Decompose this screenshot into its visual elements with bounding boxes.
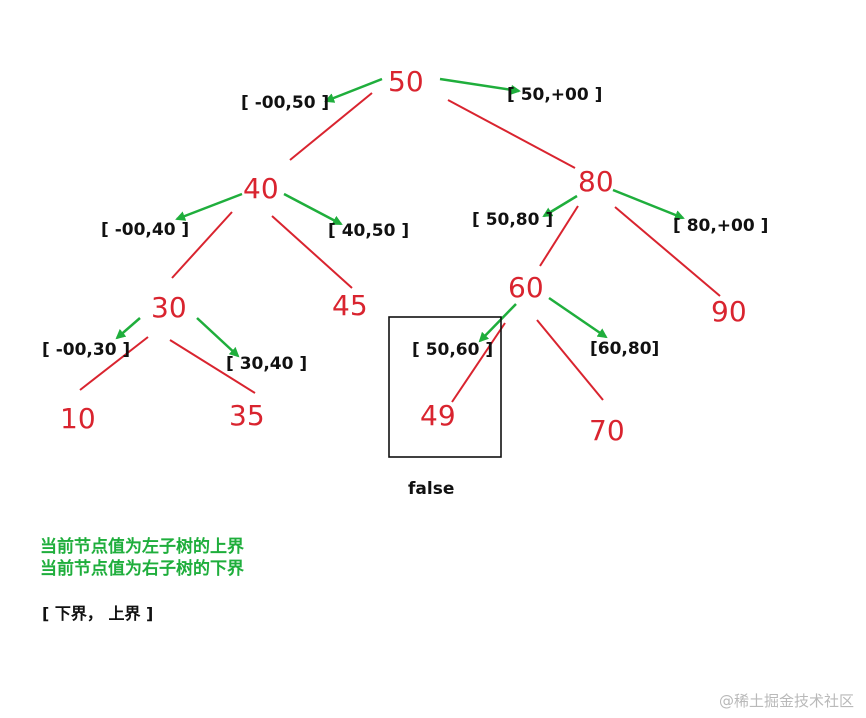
node-90: 90 xyxy=(711,295,747,328)
edge-30-35 xyxy=(169,339,256,394)
edge-30-10 xyxy=(79,336,149,391)
arrow-80-right xyxy=(612,188,685,220)
edge-40-45 xyxy=(271,215,353,289)
node-50: 50 xyxy=(388,65,424,98)
node-40: 40 xyxy=(243,172,279,205)
node-35: 35 xyxy=(229,399,265,432)
node-45: 45 xyxy=(332,289,368,322)
range-arrows xyxy=(115,77,685,358)
range-label-60-left: [ 50,60 ] xyxy=(412,340,493,360)
edge-80-90 xyxy=(614,206,721,297)
node-10: 10 xyxy=(60,402,96,435)
arrow-40-right xyxy=(283,192,343,226)
arrow-30-left xyxy=(115,317,141,340)
edge-50-80 xyxy=(447,99,576,169)
node-30: 30 xyxy=(151,291,187,324)
node-60: 60 xyxy=(508,271,544,304)
range-legend: [ 下界， 上界 ] xyxy=(42,604,154,623)
node-70: 70 xyxy=(589,414,625,447)
highlight-box xyxy=(388,316,502,458)
range-label-50-left: [ -00,50 ] xyxy=(241,93,329,113)
range-label-50-right: [ 50,+00 ] xyxy=(507,85,602,105)
note-line-2: 当前节点值为右子树的下界 xyxy=(40,559,244,579)
range-label-60-right: [60,80] xyxy=(590,339,659,359)
arrow-50-right xyxy=(439,77,521,95)
arrow-40-left xyxy=(175,192,243,221)
arrow-80-left xyxy=(542,194,578,218)
highlight-caption: false xyxy=(408,479,454,499)
arrow-60-right xyxy=(548,296,608,339)
note-line-1: 当前节点值为左子树的上界 xyxy=(40,537,244,557)
arrow-60-left xyxy=(478,303,517,343)
tree-edges xyxy=(79,92,721,403)
edge-60-49 xyxy=(451,322,506,403)
watermark: @稀土掘金技术社区 xyxy=(718,692,854,710)
node-49: 49 xyxy=(420,399,456,432)
range-label-80-right: [ 80,+00 ] xyxy=(673,216,768,236)
range-label-40-left: [ -00,40 ] xyxy=(101,220,189,240)
range-labels: [ -00,50 ] [ 50,+00 ] [ -00,40 ] [ 40,50… xyxy=(42,85,768,374)
range-label-30-left: [ -00,30 ] xyxy=(42,340,130,360)
node-80: 80 xyxy=(578,165,614,198)
edge-80-60 xyxy=(539,205,579,267)
range-label-40-right: [ 40,50 ] xyxy=(328,221,409,241)
edge-40-30 xyxy=(171,211,233,279)
range-label-80-left: [ 50,80 ] xyxy=(472,210,553,230)
range-label-30-right: [ 30,40 ] xyxy=(226,354,307,374)
arrow-30-right xyxy=(196,317,240,358)
edge-60-70 xyxy=(536,319,604,401)
edge-50-40 xyxy=(289,92,373,161)
arrow-50-left xyxy=(324,77,383,103)
tree-nodes: 50 40 80 30 45 60 90 10 35 49 70 xyxy=(60,65,747,447)
